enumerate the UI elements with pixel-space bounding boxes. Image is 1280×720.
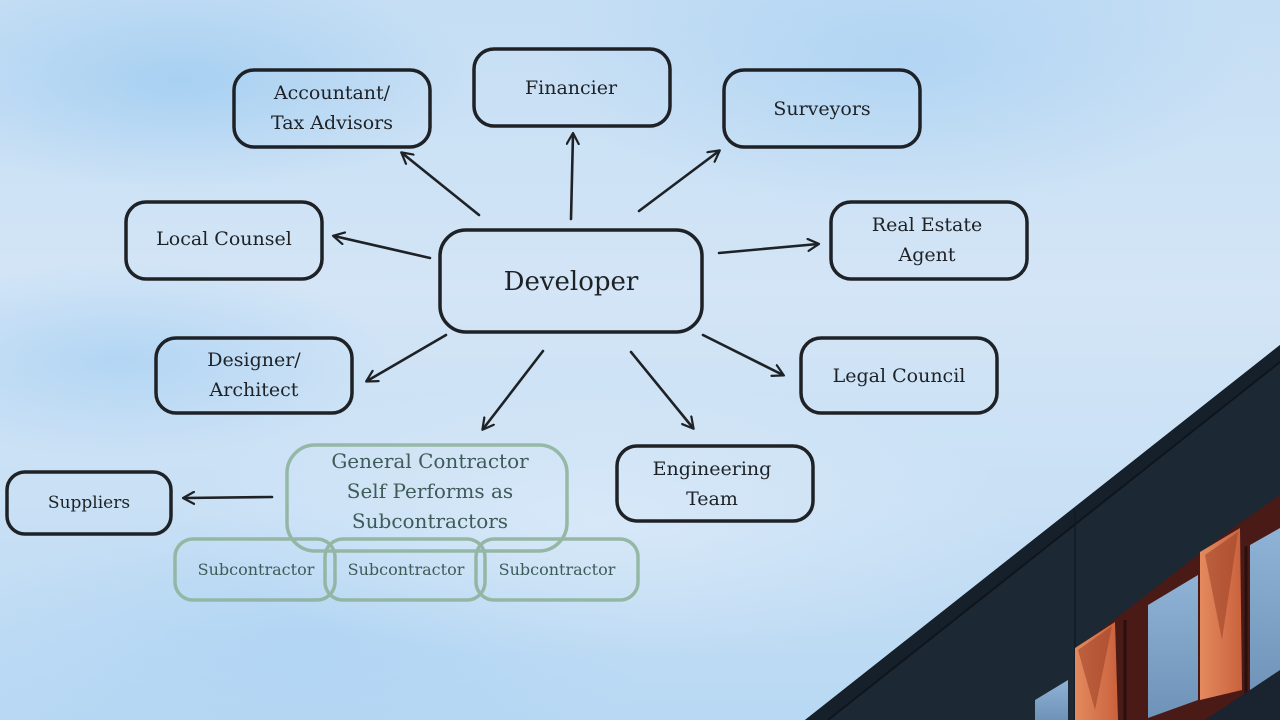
subcontractor-box-2 <box>323 537 487 602</box>
general-contractor-line-2: Self Performs as <box>346 479 514 503</box>
designer-line-1: Designer/ <box>207 349 301 371</box>
general-contractor-line-1: General Contractor <box>331 449 529 473</box>
real-estate-agent-label: Real Estate Agent <box>872 210 982 270</box>
developer-label: Developer <box>503 267 639 297</box>
real-estate-agent-box <box>829 200 1029 281</box>
subcontractor-label-3: Subcontractor <box>498 560 616 579</box>
subcontractor-label-2: Subcontractor <box>347 560 465 579</box>
engineering-team-box <box>615 444 815 523</box>
accountant-box <box>232 68 432 149</box>
arrow-to-legal-council <box>701 333 783 375</box>
suppliers-box <box>5 470 173 536</box>
engineering-line-1: Engineering <box>652 458 772 480</box>
general-contractor-line-3: Subcontractors <box>351 509 509 533</box>
arrow-to-local-counsel <box>334 236 432 260</box>
engineering-line-2: Team <box>686 488 738 510</box>
designer-box <box>154 336 354 415</box>
designer-line-2: Architect <box>209 379 299 401</box>
financier-label: Financier <box>524 77 618 99</box>
surveyors-label: Surveyors <box>773 98 871 120</box>
engineering-team-label: Engineering Team <box>653 454 772 514</box>
developer-box <box>438 228 704 334</box>
arrow-to-surveyors <box>637 151 719 213</box>
arrow-to-general-contractor <box>483 349 545 429</box>
arrow-to-real-estate-agent <box>717 244 818 255</box>
subcontractor-box-1 <box>173 537 337 602</box>
legal-council-box <box>799 336 999 415</box>
general-contractor-label: General Contractor Self Performs as Subc… <box>331 446 528 536</box>
accountant-label: Accountant/ Tax Advisors <box>271 78 393 138</box>
designer-label: Designer/ Architect <box>207 345 300 405</box>
arrow-to-suppliers <box>184 497 274 498</box>
real-estate-line-2: Agent <box>898 244 956 266</box>
arrow-to-engineering-team <box>629 350 693 428</box>
arrow-to-accountant <box>402 153 481 217</box>
subcontractor-label-1: Subcontractor <box>197 560 315 579</box>
subcontractor-box-3 <box>474 537 640 602</box>
legal-council-label: Legal Council <box>832 365 966 387</box>
accountant-line-1: Accountant/ <box>273 82 391 104</box>
suppliers-label: Suppliers <box>47 493 131 513</box>
arrow-to-designer <box>367 333 448 381</box>
arrow-to-financier <box>571 134 573 221</box>
local-counsel-label: Local Counsel <box>156 228 292 250</box>
real-estate-line-1: Real Estate <box>871 214 983 236</box>
local-counsel-box <box>124 200 324 281</box>
surveyors-box <box>722 68 922 149</box>
accountant-line-2: Tax Advisors <box>271 112 393 134</box>
financier-box <box>472 47 672 128</box>
general-contractor-box <box>285 443 569 553</box>
